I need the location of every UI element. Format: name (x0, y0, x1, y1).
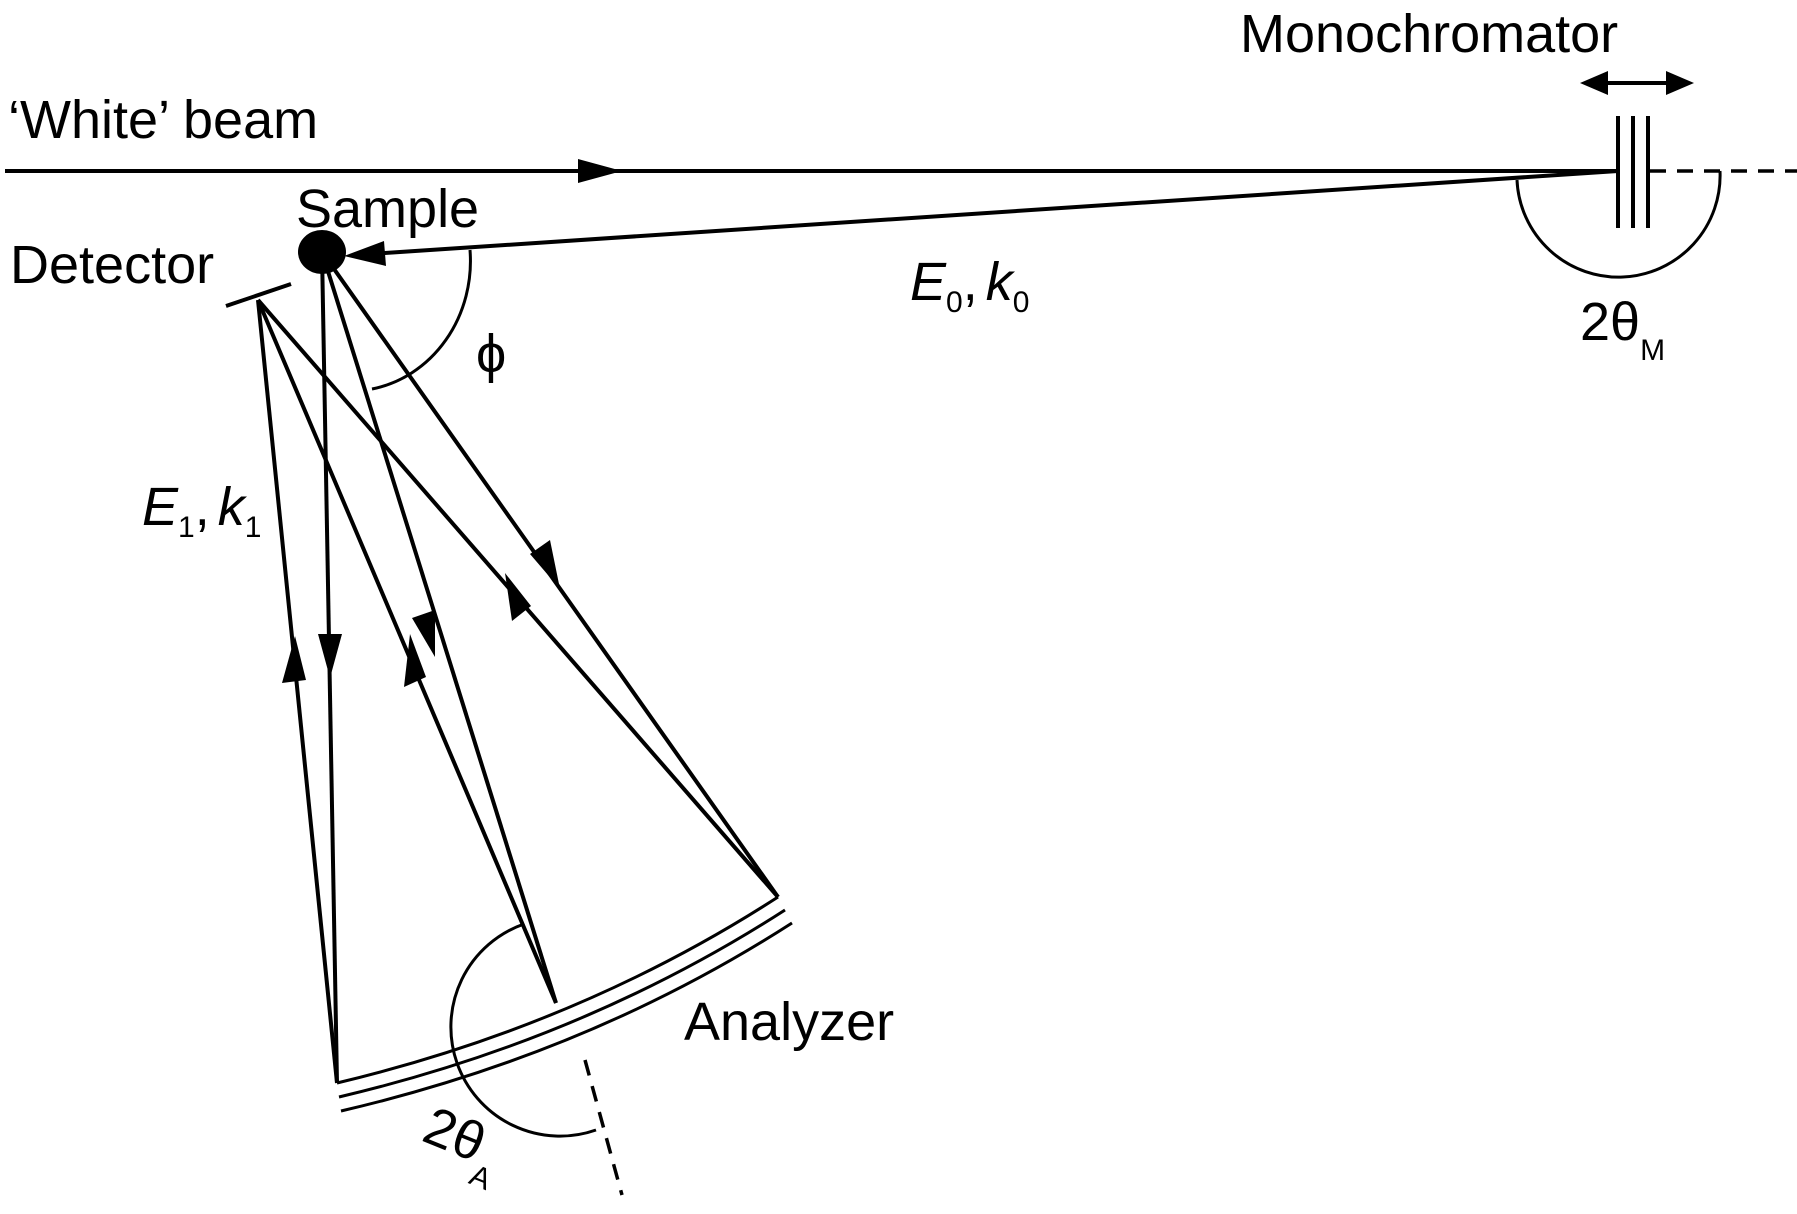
ray-1-up-arrowhead (282, 636, 306, 683)
monochromatic-beam-line (354, 169, 1619, 257)
analyzer-crystal (336, 895, 793, 1113)
ray-1 (256, 251, 342, 1084)
monochromator-angle-arc (1515, 170, 1722, 279)
white-beam-arrowhead (578, 159, 622, 183)
scattering-angle-arc (371, 249, 472, 391)
ray-2-up-arrowhead (404, 634, 426, 687)
ray-3-up-arrowhead (505, 573, 531, 621)
monochromator-label: Monochromator (1240, 4, 1618, 64)
sample-label: Sample (296, 179, 479, 239)
ray-1-down-arrowhead (318, 634, 342, 678)
ray-3-down-arrowhead (530, 540, 560, 589)
ray-2-down-arrowhead (412, 610, 435, 657)
monochromator-crystal (1616, 116, 1650, 228)
ray-2 (256, 251, 558, 1004)
monochromator-translation-arrow (1580, 71, 1694, 95)
scattered-energy-label: E1,k1 (142, 477, 261, 544)
detector (225, 282, 292, 308)
incident-energy-label: E0,k0 (910, 252, 1029, 319)
analyzer-angle-label: 2θA (409, 1095, 512, 1196)
scattering-angle-label: ϕ (476, 324, 506, 384)
monochromator-angle-label: 2θM (1580, 292, 1665, 367)
monochromatic-beam-arrowhead (344, 241, 386, 266)
analyzer-dashed-axis (583, 1059, 624, 1196)
white-beam-label: ‘White’ beam (8, 90, 318, 150)
ray-3 (256, 250, 780, 899)
analyzer-angle-arc (449, 922, 597, 1138)
analyzer-label: Analyzer (684, 992, 894, 1052)
detector-label: Detector (10, 235, 214, 295)
